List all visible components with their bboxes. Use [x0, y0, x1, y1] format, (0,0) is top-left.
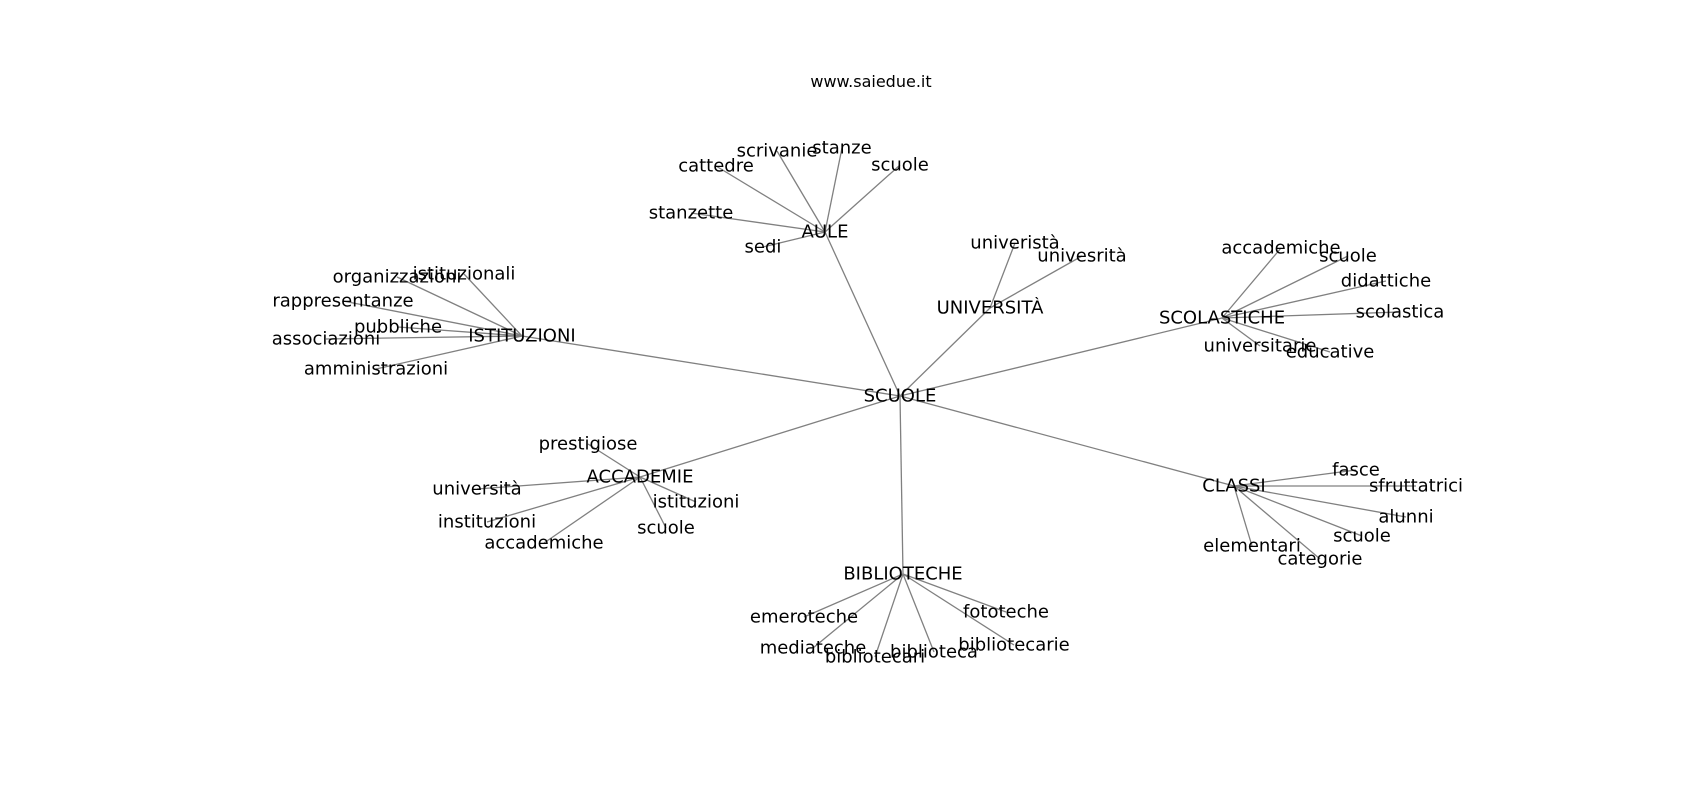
edge-group-to-leaf [342, 300, 523, 337]
leaf-node: elementari [1203, 536, 1301, 557]
leaf-node: univesrità [1037, 246, 1126, 267]
edge-group-to-leaf [690, 212, 826, 233]
edge-group-to-leaf [989, 242, 1016, 309]
leaf-node: sfruttatrici [1369, 476, 1463, 497]
leaf-node: bibliotecarie [958, 635, 1069, 656]
leaf-node: stanzette [649, 203, 734, 224]
edge-group-to-leaf [476, 476, 641, 490]
edge-group-to-leaf [1221, 311, 1401, 319]
edge-group-to-leaf [639, 476, 697, 503]
group-node: BIBLIOTECHE [843, 564, 962, 585]
edge-group-to-leaf [1221, 280, 1387, 319]
leaf-node: associazioni [272, 329, 381, 350]
group-node: CLASSI [1202, 476, 1265, 497]
edge-group-to-leaf [397, 326, 523, 337]
leaf-node: rappresentanze [272, 291, 413, 312]
edge-group-to-leaf [1233, 485, 1321, 560]
leaf-node: pubbliche [354, 317, 442, 338]
leaf-node: scuole [1319, 246, 1377, 267]
edge-group-to-leaf [1221, 317, 1331, 353]
group-node: ISTITUZIONI [468, 326, 575, 347]
edge-group-to-leaf [486, 476, 641, 523]
edge-group-to-leaf [375, 335, 523, 370]
leaf-node: alunni [1378, 507, 1433, 528]
leaf-node: fasce [1332, 460, 1380, 481]
leaf-node: scuole [637, 518, 695, 539]
leaf-node: istituzionali [413, 264, 516, 285]
leaf-node: istituzioni [653, 492, 740, 513]
edge-group-to-leaf [776, 150, 826, 233]
edge-group-to-leaf [824, 147, 843, 233]
group-node: SCOLASTICHE [1159, 308, 1285, 329]
graph-edges [325, 147, 1416, 658]
leaf-node: scuole [871, 155, 929, 176]
edge-root-to-group [899, 317, 1223, 397]
edge-group-to-leaf [1233, 469, 1357, 487]
leaf-node: fototeche [963, 602, 1049, 623]
leaf-node: categorie [1278, 549, 1363, 570]
leaf-node: prestigiose [539, 434, 638, 455]
edge-group-to-leaf [463, 273, 523, 337]
leaf-node: scrivanie [737, 141, 818, 162]
edge-group-to-leaf [902, 573, 1015, 646]
leaf-node: sedi [745, 237, 782, 258]
edge-group-to-leaf [325, 335, 523, 340]
leaf-node: amministrazioni [304, 359, 448, 380]
leaf-node: cattedre [678, 156, 754, 177]
edge-group-to-leaf [989, 255, 1083, 309]
edge-root-to-group [521, 335, 901, 397]
leaf-node: stanze [812, 138, 871, 159]
edge-root-to-group [639, 395, 901, 478]
edge-group-to-leaf [639, 476, 667, 529]
leaf-node: universitarie [1204, 336, 1317, 357]
edge-group-to-leaf [587, 443, 641, 478]
edge-group-to-leaf [543, 476, 641, 544]
leaf-node: biblioteca [890, 642, 978, 663]
edge-root-to-group [824, 231, 901, 397]
leaf-node: bibliotecari [825, 647, 925, 668]
edge-group-to-leaf [1221, 255, 1349, 319]
edge-group-to-leaf [1221, 247, 1282, 319]
edge-group-to-leaf [1233, 485, 1253, 547]
edge-group-to-leaf [762, 231, 826, 248]
group-node: ACCADEMIE [587, 467, 694, 488]
source-label: www.saiedue.it [810, 72, 932, 91]
leaf-node: accademiche [1221, 238, 1340, 259]
leaf-node: università [432, 479, 521, 500]
leaf-node: didattiche [1341, 271, 1431, 292]
edge-root-to-group [899, 395, 1235, 487]
leaf-node: organizzazioni [333, 267, 462, 288]
leaf-node: instituzioni [438, 512, 536, 533]
edge-group-to-leaf [1233, 485, 1363, 537]
root-node: SCUOLE [864, 386, 937, 407]
edge-group-to-leaf [1233, 485, 1407, 518]
edge-group-to-leaf [902, 573, 1007, 613]
edge-group-to-leaf [715, 165, 826, 233]
edge-group-to-leaf [874, 573, 904, 658]
edge-group-to-leaf [396, 276, 523, 337]
group-node: AULE [802, 222, 849, 243]
edge-group-to-leaf [824, 164, 901, 233]
edge-root-to-group [899, 307, 991, 397]
leaf-node: mediateche [760, 638, 867, 659]
edge-group-to-leaf [812, 573, 904, 649]
edge-group-to-leaf [902, 573, 935, 653]
leaf-node: scuole [1333, 526, 1391, 547]
group-node: UNIVERSITÀ [937, 297, 1044, 319]
leaf-node: educative [1286, 342, 1375, 363]
edge-group-to-leaf [803, 573, 904, 618]
edge-group-to-leaf [1221, 317, 1261, 347]
leaf-node: scolastica [1356, 302, 1445, 323]
leaf-node: accademiche [484, 533, 603, 554]
edge-root-to-group [899, 395, 904, 575]
leaf-node: emeroteche [750, 607, 858, 628]
leaf-node: univeristà [970, 233, 1059, 254]
